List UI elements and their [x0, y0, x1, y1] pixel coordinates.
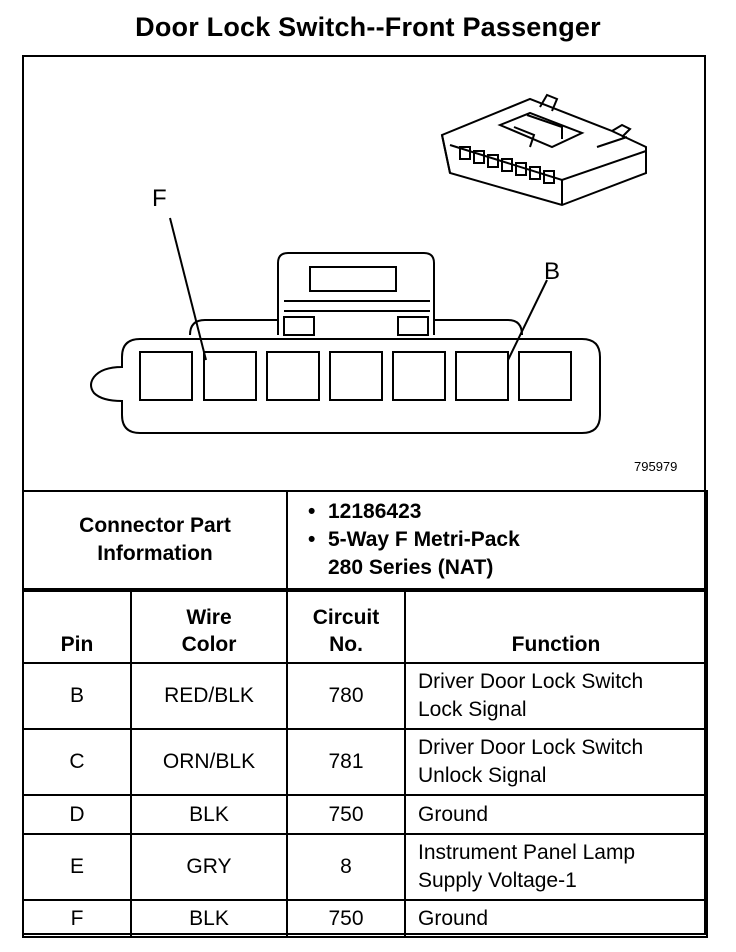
- table-row: F BLK 750 Ground: [22, 899, 708, 938]
- connector-drawing: F B: [22, 55, 706, 492]
- part-number: • 12186423: [308, 500, 422, 523]
- function-cell: Instrument Panel Lamp Supply Voltage-1: [404, 833, 708, 901]
- pin-cell: B: [22, 662, 132, 730]
- page-title: Door Lock Switch--Front Passenger: [135, 12, 601, 42]
- wire-color-cell: RED/BLK: [130, 662, 288, 730]
- table-row: E GRY 8 Instrument Panel Lamp Supply Vol…: [22, 833, 708, 901]
- connector-info-label: Connector Part Information: [22, 490, 288, 590]
- header-function: Function: [404, 590, 708, 664]
- header-wire-color: Wire Color: [130, 590, 288, 664]
- wire-color-cell: ORN/BLK: [130, 728, 288, 796]
- circuit-cell: 780: [286, 662, 406, 730]
- connector-isometric-illustration: [440, 93, 647, 207]
- connector-info-table: Connector Part Information • 12186423 • …: [22, 490, 708, 590]
- pin-label-f: F: [152, 185, 167, 212]
- pin-table-header: Pin Wire Color Circuit No. Function: [22, 590, 708, 664]
- table-row: D BLK 750 Ground: [22, 794, 708, 835]
- pin-cell: D: [22, 794, 132, 835]
- circuit-cell: 750: [286, 899, 406, 938]
- table-row: C ORN/BLK 781 Driver Door Lock Switch Un…: [22, 728, 708, 796]
- connector-info-values: • 12186423 • 5-Way F Metri-Pack 280 Seri…: [286, 490, 708, 590]
- function-cell: Ground: [404, 794, 708, 835]
- wire-color-cell: BLK: [130, 899, 288, 938]
- circuit-cell: 781: [286, 728, 406, 796]
- pin-label-b: B: [544, 258, 560, 285]
- wire-color-cell: BLK: [130, 794, 288, 835]
- function-cell: Driver Door Lock Switch Lock Signal: [404, 662, 708, 730]
- connector-face: [90, 217, 601, 434]
- wire-color-cell: GRY: [130, 833, 288, 901]
- header-circuit-no: Circuit No.: [286, 590, 406, 664]
- pin-cell: F: [22, 899, 132, 938]
- function-cell: Ground: [404, 899, 708, 938]
- header-pin: Pin: [22, 590, 132, 664]
- table-row: B RED/BLK 780 Driver Door Lock Switch Lo…: [22, 662, 708, 730]
- figure-number: 795979: [634, 459, 678, 474]
- pin-cell: E: [22, 833, 132, 901]
- function-cell: Driver Door Lock Switch Unlock Signal: [404, 728, 708, 796]
- pin-cell: C: [22, 728, 132, 796]
- circuit-cell: 750: [286, 794, 406, 835]
- pin-table: Pin Wire Color Circuit No. Function B RE…: [22, 590, 708, 938]
- connector-description: • 5-Way F Metri-Pack: [308, 528, 520, 551]
- circuit-cell: 8: [286, 833, 406, 901]
